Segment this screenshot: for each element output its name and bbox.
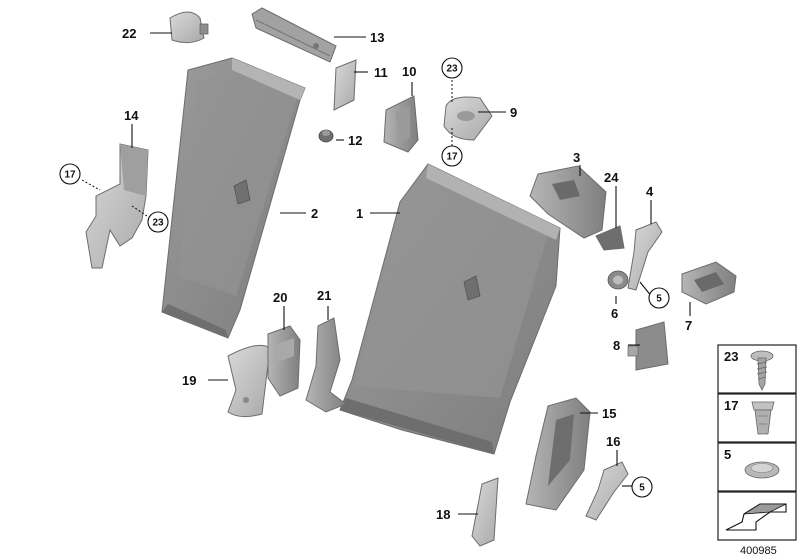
callout-13: 13 — [370, 30, 384, 45]
callout-21: 21 — [317, 288, 331, 303]
callout-18: 18 — [436, 507, 450, 522]
part-4-release-handle — [627, 221, 663, 291]
part-8-bracket-plate — [627, 321, 669, 371]
part-10-hinge-bracket — [383, 95, 419, 153]
svg-text:5: 5 — [639, 483, 645, 494]
part-15-lower-side-panel — [525, 397, 591, 511]
callout-6: 6 — [611, 306, 618, 321]
svg-text:17: 17 — [64, 170, 76, 181]
legend-item-orientation — [717, 491, 797, 541]
callout-22: 22 — [122, 26, 136, 41]
svg-text:5: 5 — [724, 447, 731, 462]
callout-24: 24 — [604, 170, 619, 185]
svg-text:5: 5 — [656, 294, 662, 305]
circled-ref-5-upper: 5 — [648, 287, 670, 309]
part-2-left-backrest-panel — [161, 57, 306, 339]
part-24-corner-trim — [595, 225, 625, 251]
callout-11: 11 — [374, 65, 388, 80]
part-7-handle-cover — [681, 261, 737, 305]
circled-ref-5-lower: 5 — [631, 476, 653, 498]
part-18-lower-strip — [471, 477, 499, 547]
document-number: 400985 — [740, 545, 777, 557]
callout-3: 3 — [573, 150, 580, 165]
svg-text:17: 17 — [446, 152, 458, 163]
legend-item-5: 5 — [717, 442, 797, 492]
circled-ref-17-left: 17 — [59, 163, 81, 185]
svg-text:17: 17 — [724, 398, 738, 413]
vehicle-orientation-icon — [725, 503, 787, 531]
callout-2: 2 — [311, 206, 318, 221]
leader-lines — [81, 32, 691, 515]
part-1-main-backrest-panel — [339, 163, 561, 455]
callout-labels: 22 13 11 10 12 9 14 2 1 3 24 4 6 7 8 20 … — [122, 26, 692, 522]
fastener-legend: 23 17 5 — [717, 344, 797, 541]
callout-4: 4 — [646, 184, 654, 199]
part-11-clip-cover — [333, 59, 357, 111]
part-16-lower-handle — [585, 461, 629, 521]
callout-15: 15 — [602, 406, 616, 421]
callout-9: 9 — [510, 105, 517, 120]
callout-16: 16 — [606, 434, 620, 449]
callout-19: 19 — [182, 373, 196, 388]
circled-ref-17-top: 17 — [441, 145, 463, 167]
part-12-clip — [318, 129, 334, 143]
part-20-lower-bracket — [267, 325, 301, 397]
circled-references: 17 23 23 17 5 5 — [59, 57, 670, 498]
clip-nut-icon — [751, 401, 775, 435]
screw-icon — [750, 350, 774, 391]
callout-12: 12 — [348, 133, 362, 148]
svg-text:23: 23 — [446, 64, 458, 75]
part-9-lock-housing — [443, 96, 493, 141]
circled-ref-23-top: 23 — [441, 57, 463, 79]
part-6-grommet — [607, 270, 629, 290]
circled-ref-23-left: 23 — [147, 211, 169, 233]
legend-item-23: 23 — [717, 344, 797, 394]
part-3-upper-side-trim — [529, 165, 607, 239]
legend-item-17: 17 — [717, 393, 797, 443]
part-14-side-bolster — [85, 143, 149, 269]
callout-20: 20 — [273, 290, 287, 305]
part-19-lower-trim — [227, 344, 271, 418]
part-13-top-trim-strip — [251, 7, 337, 63]
part-22-knob — [169, 11, 209, 44]
callout-14: 14 — [124, 108, 139, 123]
grommet-icon — [744, 461, 780, 479]
callout-7: 7 — [685, 318, 692, 333]
callout-8: 8 — [613, 338, 620, 353]
part-21-strap — [305, 317, 348, 413]
svg-text:23: 23 — [152, 218, 164, 229]
svg-text:23: 23 — [724, 349, 738, 364]
callout-1: 1 — [356, 206, 363, 221]
callout-10: 10 — [402, 64, 416, 79]
